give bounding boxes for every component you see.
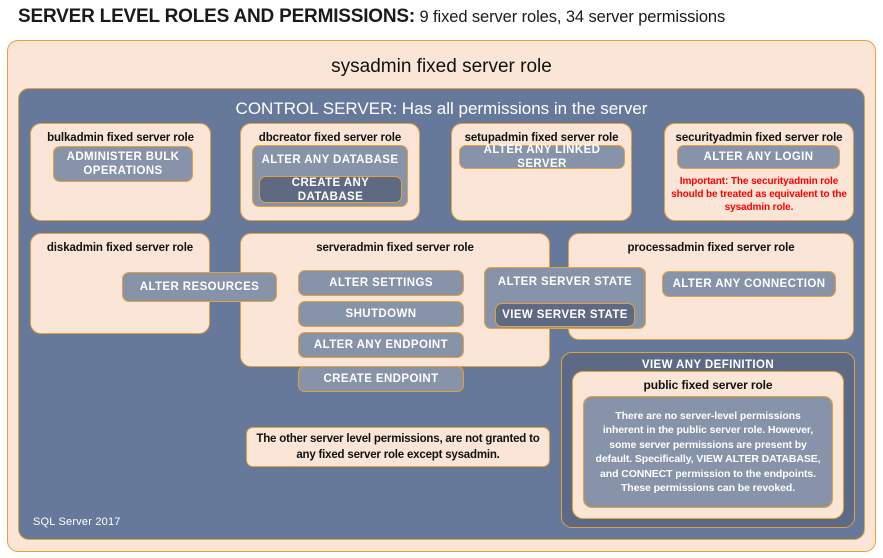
role-title-bulkadmin: bulkadmin fixed server role <box>47 132 194 144</box>
product-label: SQL Server 2017 <box>33 516 121 528</box>
role-title-processadmin: processadmin fixed server role <box>627 242 795 254</box>
permission-alter-any-connection[interactable]: ALTER ANY CONNECTION <box>662 271 836 297</box>
role-box-diskadmin: diskadmin fixed server role <box>30 233 210 334</box>
role-box-setupadmin: setupadmin fixed server role <box>451 123 632 221</box>
role-title-dbcreator: dbcreator fixed server role <box>258 132 402 144</box>
role-title-setupadmin: setupadmin fixed server role <box>464 132 619 144</box>
permission-create-endpoint[interactable]: CREATE ENDPOINT <box>298 366 464 392</box>
permission-alter-resources[interactable]: ALTER RESOURCES <box>122 272 277 302</box>
role-title-securityadmin: securityadmin fixed server role <box>675 132 843 144</box>
permission-create-any-database[interactable]: CREATE ANY DATABASE <box>259 176 402 203</box>
securityadmin-warning-note: Important: The securityadmin role should… <box>671 176 847 213</box>
public-role-description: There are no server-level permissions in… <box>583 396 833 508</box>
role-title-serveradmin: serveradmin fixed server role <box>316 242 474 254</box>
permission-view-server-state[interactable]: VIEW SERVER STATE <box>495 303 635 327</box>
role-box-securityadmin: securityadmin fixed server role <box>664 123 854 221</box>
permission-alter-settings[interactable]: ALTER SETTINGS <box>298 270 464 296</box>
control-server-label: CONTROL SERVER: Has all permissions in t… <box>235 99 648 118</box>
page-title-subtitle: 9 fixed server roles, 34 server permissi… <box>415 8 726 26</box>
role-title-public: public fixed server role <box>643 378 773 392</box>
role-title-diskadmin: diskadmin fixed server role <box>46 242 194 254</box>
permission-view-any-definition[interactable]: VIEW ANY DEFINITION <box>641 359 775 371</box>
permission-administer-bulk-operations[interactable]: ADMINISTER BULK OPERATIONS <box>53 146 193 182</box>
permission-shutdown[interactable]: SHUTDOWN <box>298 301 464 327</box>
permission-alter-any-login[interactable]: ALTER ANY LOGIN <box>677 145 840 169</box>
page-title: SERVER LEVEL ROLES AND PERMISSIONS: 9 fi… <box>18 6 725 28</box>
page-title-strong: SERVER LEVEL ROLES AND PERMISSIONS: <box>18 6 416 27</box>
sysadmin-role-title: sysadmin fixed server role <box>331 56 552 77</box>
permission-alter-any-linked-server[interactable]: ALTER ANY LINKED SERVER <box>459 144 625 170</box>
permission-alter-any-endpoint[interactable]: ALTER ANY ENDPOINT <box>298 332 464 358</box>
other-permissions-note: The other server level permissions, are … <box>246 427 550 467</box>
